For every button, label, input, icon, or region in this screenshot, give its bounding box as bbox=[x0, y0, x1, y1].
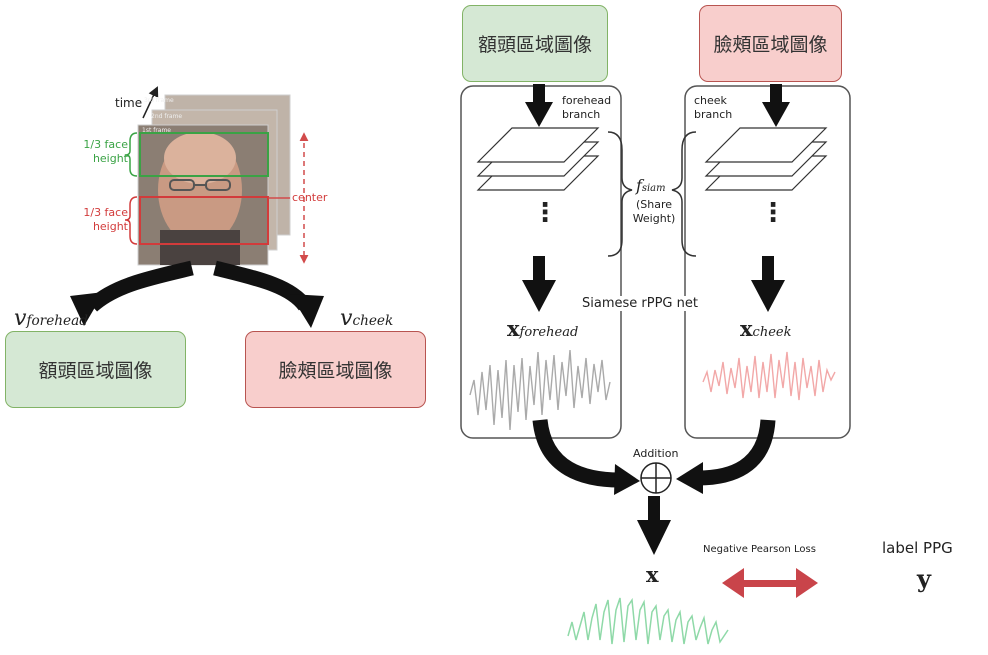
f-siam-sub: siam bbox=[641, 183, 666, 194]
forehead-image-label-left: 額頭區域圖像 bbox=[38, 360, 153, 382]
cheek-roi-box bbox=[139, 196, 269, 245]
siamese-net-label: Siamese rPPG net bbox=[579, 296, 701, 311]
forehead-dots: ⋮ bbox=[532, 198, 558, 228]
y-label: y bbox=[917, 564, 931, 593]
green-brace bbox=[124, 132, 138, 177]
cheek-layer-stack bbox=[704, 127, 828, 191]
face-frame-stack bbox=[124, 86, 309, 266]
center-label: center bbox=[292, 191, 328, 204]
green-face-third-line2: height bbox=[92, 152, 128, 165]
v-cheek-label: vcheek bbox=[340, 306, 393, 331]
x-forehead-main: x bbox=[507, 316, 520, 341]
addition-label: Addition bbox=[633, 447, 679, 460]
f-siam-label: fsiam bbox=[636, 176, 665, 195]
forehead-branch-label: forehead branch bbox=[562, 94, 611, 122]
forehead-roi-box bbox=[139, 132, 269, 177]
cheek-image-box-left: 臉頰區域圖像 bbox=[245, 331, 426, 408]
v-cheek-sub: cheek bbox=[352, 313, 394, 329]
forehead-to-addition-arrow bbox=[532, 418, 621, 488]
red-face-third-label: 1/3 face height bbox=[78, 206, 128, 234]
addition-symbol bbox=[640, 462, 672, 494]
cheek-image-box-top: 臉頰區域圖像 bbox=[699, 5, 842, 82]
cheek-branch-line2: branch bbox=[694, 108, 733, 121]
x-cheek-main: x bbox=[740, 316, 753, 341]
x-output-label: x bbox=[646, 562, 659, 587]
frame-tag-2: 2nd frame bbox=[151, 113, 183, 120]
red-face-third-line1: 1/3 face bbox=[83, 206, 128, 219]
x-forehead-sub: forehead bbox=[519, 325, 579, 340]
v-forehead-label: vforehead bbox=[14, 306, 88, 331]
frame-tag-3: 3rd frame bbox=[144, 97, 174, 104]
share-weight-line1: (Share bbox=[635, 198, 673, 211]
share-weight-label: (Share Weight) bbox=[629, 198, 679, 226]
green-face-third-label: 1/3 face height bbox=[78, 138, 128, 166]
green-face-third-line1: 1/3 face bbox=[83, 138, 128, 151]
cheek-branch-line1: cheek bbox=[694, 94, 727, 107]
forehead-layer-stack bbox=[476, 127, 600, 191]
cheek-signal-wave bbox=[702, 351, 836, 401]
forehead-branch-line1: forehead bbox=[562, 94, 612, 107]
time-arrow bbox=[142, 86, 159, 119]
cheek-dots: ⋮ bbox=[760, 198, 786, 228]
forehead-image-box-top: 額頭區域圖像 bbox=[462, 5, 608, 82]
label-ppg-text: label PPG bbox=[882, 539, 953, 557]
x-forehead-label: xforehead bbox=[507, 316, 578, 341]
forehead-image-box-left: 額頭區域圖像 bbox=[5, 331, 186, 408]
loss-double-arrow bbox=[722, 568, 818, 598]
v-forehead-main: v bbox=[14, 306, 27, 331]
x-cheek-label: xcheek bbox=[740, 316, 792, 341]
cheek-branch-label: cheek branch bbox=[694, 94, 732, 122]
red-face-third-line2: height bbox=[92, 220, 128, 233]
frame-tag-1: 1st frame bbox=[142, 127, 171, 134]
v-forehead-sub: forehead bbox=[26, 313, 88, 329]
cheek-image-label-left: 臉頰區域圖像 bbox=[278, 360, 393, 382]
red-brace bbox=[124, 196, 138, 245]
siam-brace-left bbox=[607, 131, 633, 257]
siam-brace-right bbox=[671, 131, 697, 257]
cheek-to-addition-arrow bbox=[697, 419, 776, 486]
output-signal-wave bbox=[567, 597, 729, 645]
share-weight-line2: Weight) bbox=[632, 212, 676, 225]
forehead-image-label-top: 額頭區域圖像 bbox=[477, 34, 592, 56]
cheek-image-label-top: 臉頰區域圖像 bbox=[713, 34, 828, 56]
f-siam-main: f bbox=[636, 176, 642, 195]
time-label: time bbox=[115, 96, 143, 110]
left-curve-arrow-forehead bbox=[86, 260, 194, 312]
forehead-signal-wave bbox=[469, 349, 611, 431]
left-curve-arrow-cheek bbox=[213, 260, 312, 311]
loss-label: Negative Pearson Loss bbox=[703, 544, 816, 555]
x-cheek-sub: cheek bbox=[752, 325, 792, 340]
v-cheek-main: v bbox=[340, 306, 353, 331]
forehead-branch-line2: branch bbox=[562, 108, 601, 121]
